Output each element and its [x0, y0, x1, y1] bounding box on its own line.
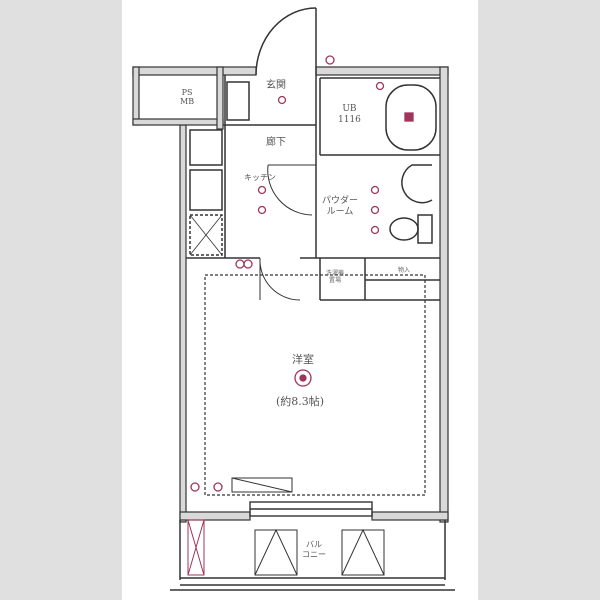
washbasin	[401, 164, 433, 204]
ps-left-wall	[132, 66, 140, 126]
outlet-room	[235, 259, 245, 269]
hallway-label: 廊下	[266, 137, 286, 148]
toilet-bowl	[389, 217, 419, 241]
light-powder-3	[370, 225, 380, 235]
bottom-wall-left	[179, 511, 251, 521]
powder-room-label: パウダー ルーム	[322, 196, 359, 217]
bath-light	[375, 81, 385, 91]
light-hall	[257, 185, 267, 195]
kitchen-door-swing	[267, 164, 313, 216]
kitchen-sink	[189, 129, 223, 166]
outdoor-unit-left	[254, 529, 298, 576]
right-wall	[439, 66, 449, 523]
light-powder	[370, 185, 380, 195]
outlet-room-2	[243, 259, 253, 269]
shoe-cabinet	[226, 81, 250, 121]
kitchen-stove	[189, 169, 223, 211]
toilet-tank	[417, 214, 433, 244]
western-room-outline	[204, 274, 426, 496]
top-wall	[132, 66, 257, 76]
light-kitchen	[257, 205, 267, 215]
room-door-swing	[259, 257, 301, 301]
laundry-label: 洗濯機 置場	[326, 270, 345, 284]
light-powder-2	[370, 205, 380, 215]
entrance-label: 玄関	[266, 80, 286, 91]
outlet	[325, 55, 335, 65]
outlet-window-2	[213, 482, 223, 492]
ps-bottom-wall	[132, 118, 224, 126]
refrigerator-space	[189, 214, 223, 256]
entry-door-swing	[255, 7, 317, 76]
ps-mb-label: PS MB	[180, 88, 195, 106]
bottom-wall-right	[371, 511, 449, 521]
western-room-size: (約8.3帖)	[276, 395, 325, 408]
kitchen-label: キッチン	[244, 173, 276, 182]
western-room-label: 洋室	[292, 353, 314, 366]
unit-bath-label: UB 1116	[338, 104, 361, 125]
light-entrance	[277, 95, 287, 105]
air-conditioner	[231, 477, 293, 493]
bathtub	[385, 84, 437, 151]
ps-right-wall	[216, 66, 224, 130]
top-wall-right	[315, 66, 449, 76]
outlet-window	[190, 482, 200, 492]
evacuation-hatch	[187, 519, 205, 576]
bath-drain	[404, 112, 414, 122]
left-wall	[179, 124, 187, 523]
storage-label: 物入	[398, 267, 411, 274]
balcony-label: バル コニー	[302, 540, 326, 559]
outdoor-unit-right	[341, 529, 385, 576]
